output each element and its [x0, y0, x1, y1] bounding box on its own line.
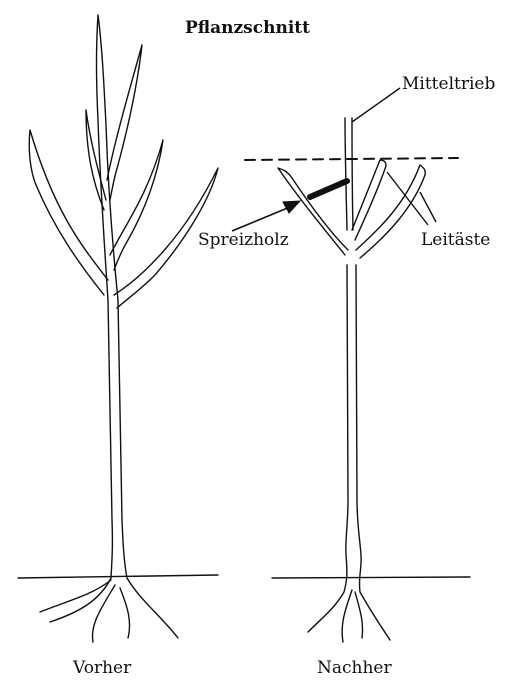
mitteltrieb-label: Mitteltrieb — [402, 76, 495, 93]
leader-after — [345, 118, 353, 230]
roots-after — [342, 590, 362, 642]
branch-after-right-outer — [356, 165, 425, 258]
branch-before-right-upper — [107, 45, 142, 200]
tree-before — [18, 15, 218, 642]
branch-before-left — [29, 130, 108, 295]
vorher-label: Vorher — [73, 660, 131, 677]
spreizholz-arrow-shaft — [232, 207, 290, 231]
tree-after — [245, 118, 470, 642]
diagram-title: Pflanzschnitt — [185, 20, 310, 37]
ground-line-after — [272, 577, 470, 578]
spreizholz-label: Spreizholz — [198, 232, 289, 249]
trunk-before — [50, 300, 112, 622]
ground-line-before — [18, 575, 218, 578]
branch-after-right-inner — [352, 160, 386, 240]
spreizholz-stick — [310, 181, 347, 197]
branch-before-left-upper — [86, 110, 106, 210]
branch-before-right-mid — [110, 140, 163, 270]
leitaeste-label: Leitäste — [421, 232, 490, 249]
leader-before — [97, 15, 119, 300]
leitaeste-pointer-1 — [387, 172, 428, 225]
nachher-label: Nachher — [317, 660, 392, 677]
mitteltrieb-pointer — [352, 88, 400, 122]
roots-before — [40, 580, 130, 642]
spreizholz-arrow-head — [283, 201, 300, 213]
